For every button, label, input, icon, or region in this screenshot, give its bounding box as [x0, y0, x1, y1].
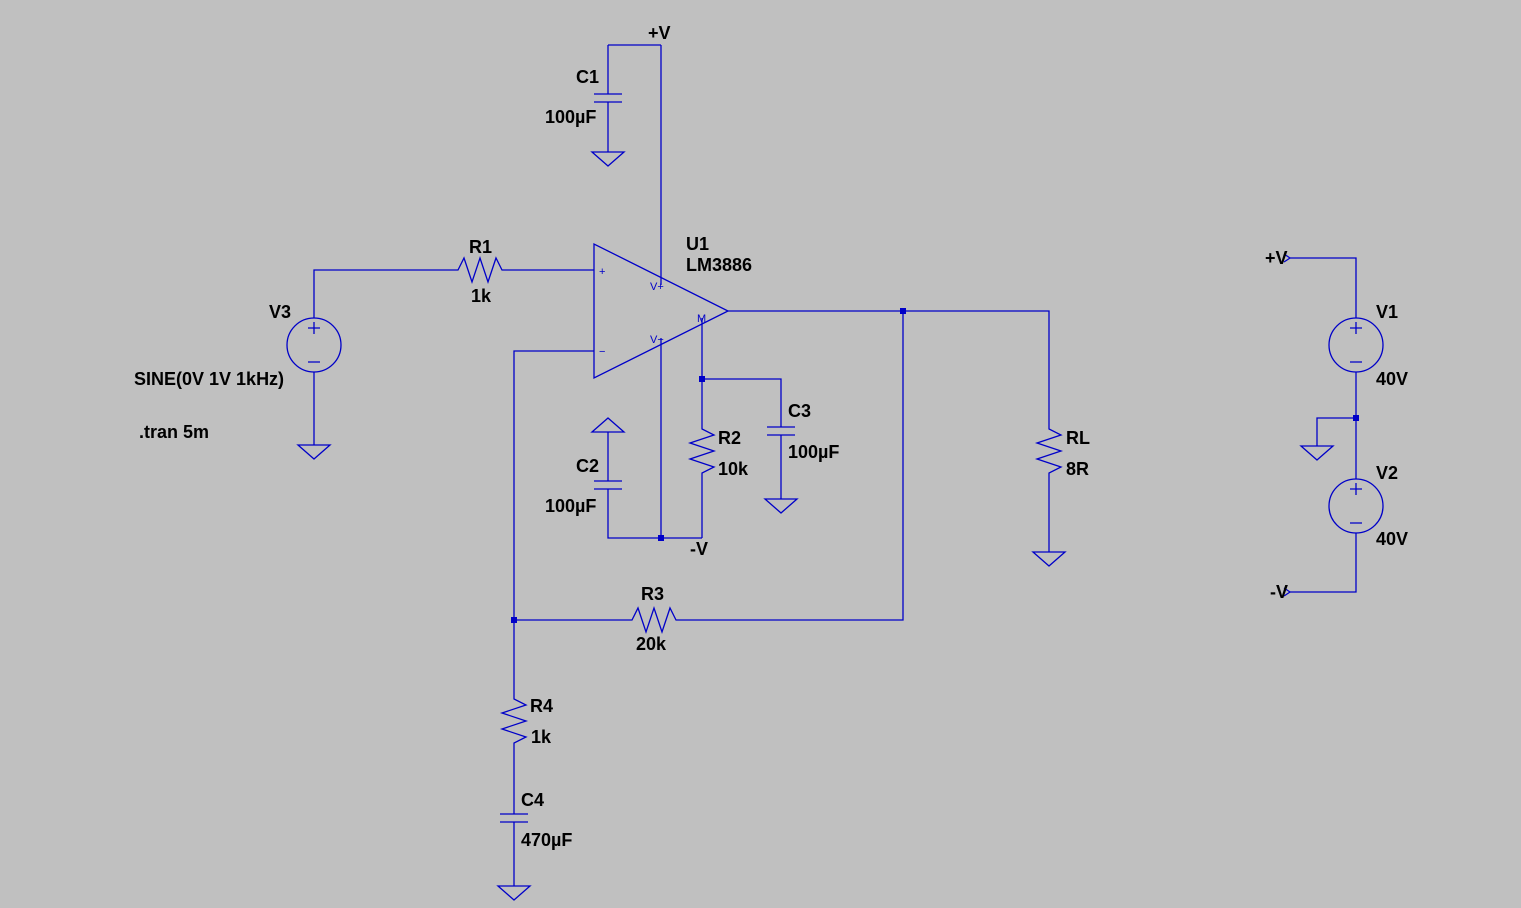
r2-ref: R2	[718, 428, 741, 448]
ground-icon	[590, 151, 626, 167]
voltage-source-v3[interactable]	[286, 317, 342, 373]
junction-mute	[699, 376, 705, 382]
resistor-r4[interactable]	[499, 695, 529, 747]
opamp-u1-pin-minus: −	[599, 346, 605, 358]
net-label-vplus-supply[interactable]: +V	[1265, 248, 1288, 268]
r1-value: 1k	[471, 286, 492, 306]
r3-value: 20k	[636, 634, 667, 654]
c4-ref: C4	[521, 790, 544, 810]
capacitor-c3[interactable]	[767, 426, 795, 436]
rl-ref: RL	[1066, 428, 1090, 448]
inverted-ground-icon	[590, 417, 626, 433]
u1-ref: U1	[686, 234, 709, 254]
ground-icon	[496, 885, 532, 901]
junction-output	[900, 308, 906, 314]
ground-icon	[1299, 445, 1335, 461]
labels: +V -V +V -V C1 100µF U1 LM3886 R1 1k V3 …	[134, 23, 1408, 850]
wire-c3-top[interactable]	[702, 378, 782, 427]
voltage-source-v2[interactable]	[1328, 478, 1384, 534]
voltage-source-v1[interactable]	[1328, 317, 1384, 373]
opamp-u1[interactable]: + − V+ V− M	[593, 242, 730, 380]
ground-symbols	[296, 151, 1335, 901]
resistor-r1[interactable]	[448, 255, 512, 285]
r2-value: 10k	[718, 459, 749, 479]
v3-ref: V3	[269, 302, 291, 322]
c1-value: 100µF	[545, 107, 596, 127]
resistor-r2[interactable]	[687, 425, 717, 485]
wires	[313, 44, 1357, 886]
u1-value: LM3886	[686, 255, 752, 275]
wire-v3-r1[interactable]	[313, 269, 448, 318]
c2-ref: C2	[576, 456, 599, 476]
wire-u1minus-feedback[interactable]	[513, 350, 594, 620]
r3-ref: R3	[641, 584, 664, 604]
wire-r3-output[interactable]	[682, 311, 904, 621]
r4-value: 1k	[531, 727, 552, 747]
v2-ref: V2	[1376, 463, 1398, 483]
net-label-vplus-top[interactable]: +V	[648, 23, 671, 43]
opamp-u1-pin-mute: M	[697, 313, 706, 325]
opamp-u1-pin-vminus: V−	[650, 334, 664, 346]
net-label-vminus-mid[interactable]: -V	[690, 539, 708, 559]
junction-supply-mid	[1353, 415, 1359, 421]
v1-ref: V1	[1376, 302, 1398, 322]
c3-ref: C3	[788, 401, 811, 421]
net-label-vminus-supply[interactable]: -V	[1270, 582, 1288, 602]
r4-ref: R4	[530, 696, 553, 716]
resistor-r3[interactable]	[626, 605, 682, 635]
c3-value: 100µF	[788, 442, 839, 462]
v1-value: 40V	[1376, 369, 1408, 389]
capacitor-c2[interactable]	[594, 480, 622, 490]
capacitor-c1[interactable]	[594, 93, 622, 103]
c4-value: 470µF	[521, 830, 572, 850]
spice-directive[interactable]: .tran 5m	[139, 422, 209, 442]
c2-value: 100µF	[545, 496, 596, 516]
junctions	[511, 308, 1359, 623]
r1-ref: R1	[469, 237, 492, 257]
opamp-u1-pin-plus: +	[599, 266, 605, 278]
wire-supply-minus[interactable]	[1290, 533, 1357, 593]
net-flags	[1283, 253, 1292, 597]
wire-supply-gnd[interactable]	[1316, 417, 1356, 446]
net-flag-icon	[1283, 253, 1292, 263]
resistor-rl[interactable]	[1034, 425, 1064, 485]
rl-value: 8R	[1066, 459, 1089, 479]
opamp-u1-pin-vplus: V+	[650, 281, 664, 293]
v2-value: 40V	[1376, 529, 1408, 549]
wire-output[interactable]	[728, 310, 1050, 425]
ground-icon	[763, 498, 799, 514]
junction-feedback	[511, 617, 517, 623]
net-flag-icon	[1283, 587, 1292, 597]
ground-icon	[296, 444, 332, 460]
ground-icon	[1031, 551, 1067, 567]
wire-c2-bottom[interactable]	[607, 489, 702, 539]
capacitor-c4[interactable]	[500, 813, 528, 823]
opamp-u1-body	[593, 242, 730, 380]
wire-supply-plus[interactable]	[1290, 257, 1357, 318]
junction-vminus	[658, 535, 664, 541]
c1-ref: C1	[576, 67, 599, 87]
v3-value: SINE(0V 1V 1kHz)	[134, 369, 284, 389]
wire-c1-top[interactable]	[607, 44, 661, 94]
